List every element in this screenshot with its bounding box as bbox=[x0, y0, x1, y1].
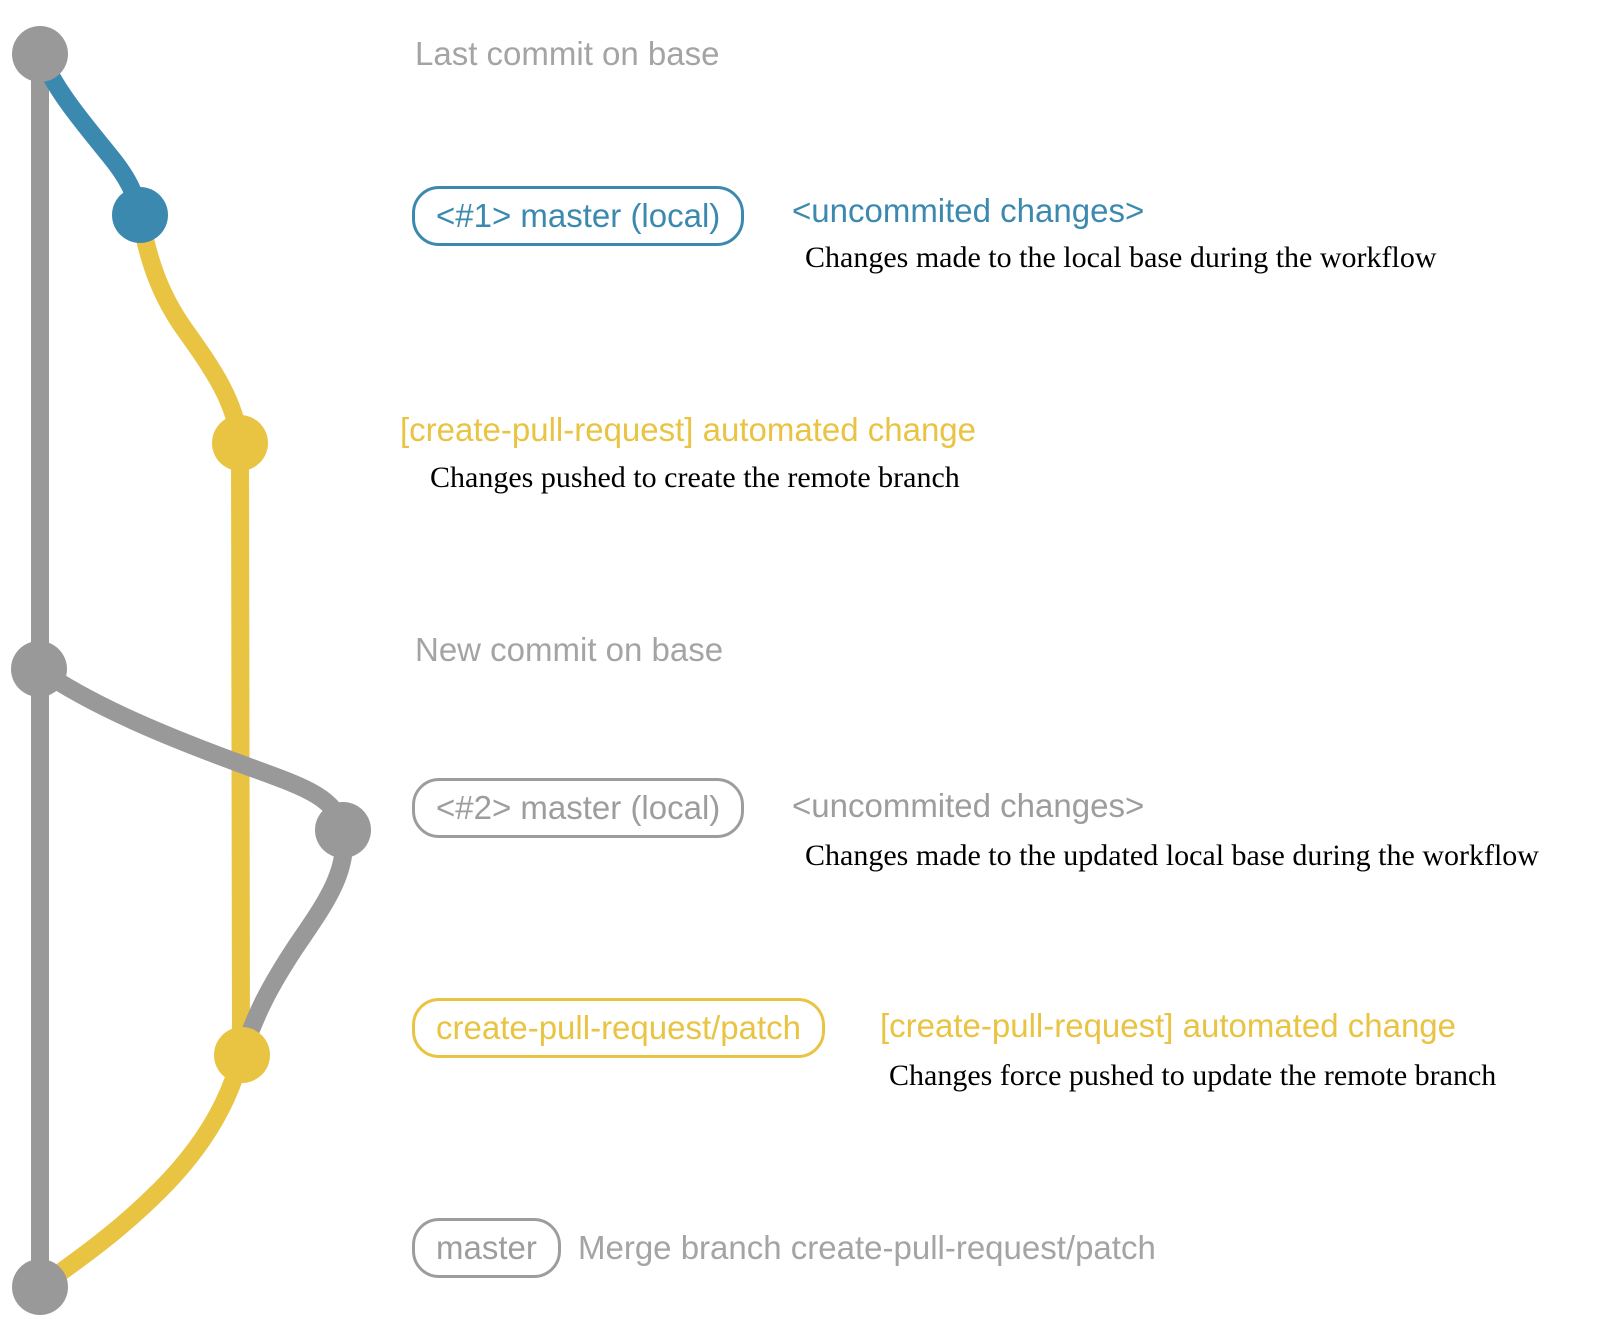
desc-force-push-update: Changes force pushed to update the remot… bbox=[889, 1059, 1497, 1092]
note-uncommitted-changes-1: <uncommited changes> bbox=[792, 191, 1145, 229]
label-new-commit-on-base: New commit on base bbox=[415, 630, 724, 668]
badge-master-local-2: <#2> master (local) bbox=[412, 778, 745, 838]
note-uncommitted-changes-2: <uncommited changes> bbox=[792, 786, 1145, 824]
commit-dot-new-base bbox=[11, 641, 67, 697]
remote-branch-merge-curve bbox=[34, 1052, 250, 1295]
desc-local-changes-2: Changes made to the updated local base d… bbox=[805, 839, 1539, 872]
commit-dot-automated-2 bbox=[214, 1027, 270, 1083]
badge-master-local-1: <#1> master (local) bbox=[412, 186, 745, 246]
base-rebase-curve bbox=[33, 661, 354, 1055]
badge-create-pull-request-patch: create-pull-request/patch bbox=[412, 998, 826, 1058]
desc-local-changes-1: Changes made to the local base during th… bbox=[805, 241, 1437, 274]
commit-dot-automated-1 bbox=[212, 415, 268, 471]
commit-dot-last-base bbox=[12, 26, 68, 82]
label-automated-change-2: [create-pull-request] automated change bbox=[880, 1006, 1457, 1044]
commit-dot-local-2 bbox=[315, 802, 371, 858]
desc-push-create-branch: Changes pushed to create the remote bran… bbox=[430, 461, 960, 494]
commit-dot-merge bbox=[12, 1259, 68, 1315]
commit-dot-local-1 bbox=[112, 187, 168, 243]
label-last-commit-on-base: Last commit on base bbox=[415, 34, 720, 72]
remote-branch-line-upper bbox=[131, 213, 250, 1056]
label-merge-branch: Merge branch create-pull-request/patch bbox=[578, 1228, 1156, 1266]
label-automated-change-1: [create-pull-request] automated change bbox=[400, 410, 977, 448]
badge-master: master bbox=[412, 1218, 561, 1278]
local-branch-curve bbox=[31, 50, 149, 218]
